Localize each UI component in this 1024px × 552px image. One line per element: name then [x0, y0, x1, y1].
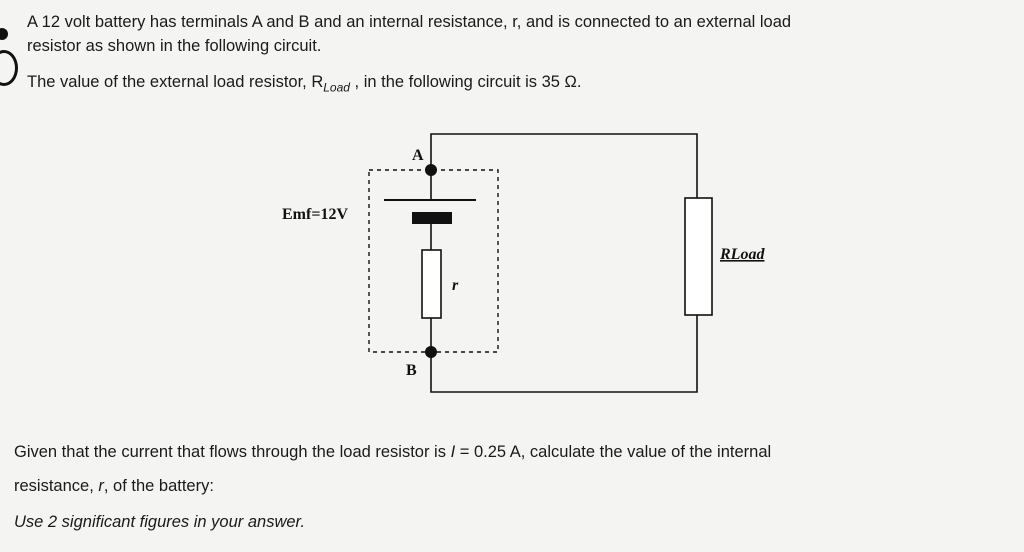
internal-resistance-label: r — [452, 277, 459, 294]
line3-prefix: The value of the external load resistor,… — [27, 73, 324, 91]
terminal-a-label: A — [412, 147, 424, 164]
emf-label: Emf=12V — [282, 206, 348, 223]
radio-marker — [0, 50, 18, 86]
question2-prefix: resistance, — [14, 477, 99, 495]
current-symbol: I — [450, 443, 456, 461]
question2-suffix: , of the battery: — [103, 477, 214, 495]
load-subscript: Load — [323, 80, 350, 95]
resistance-symbol: r — [98, 477, 104, 495]
terminal-a-node — [425, 164, 437, 176]
problem-line-1: A 12 volt battery has terminals A and B … — [27, 13, 792, 31]
terminal-b-node — [425, 346, 437, 358]
bullet-marker — [0, 28, 8, 40]
load-resistor-label: RLoad — [719, 246, 765, 263]
question1-prefix: Given that the current that flows throug… — [14, 443, 451, 461]
problem-line-2: resistor as shown in the following circu… — [27, 37, 322, 55]
line3-suffix: , in the following circuit is 35 Ω. — [349, 73, 582, 91]
question-line-1: Given that the current that flows throug… — [14, 443, 771, 463]
terminal-b-label: B — [406, 362, 417, 379]
question-line-2: resistance, r, of the battery: — [14, 477, 214, 497]
question1-suffix: = 0.25 A, calculate the value of the int… — [455, 443, 772, 461]
instruction-text: Use 2 significant figures in your answer… — [14, 513, 306, 531]
problem-line-3: The value of the external load resistor,… — [27, 73, 581, 95]
